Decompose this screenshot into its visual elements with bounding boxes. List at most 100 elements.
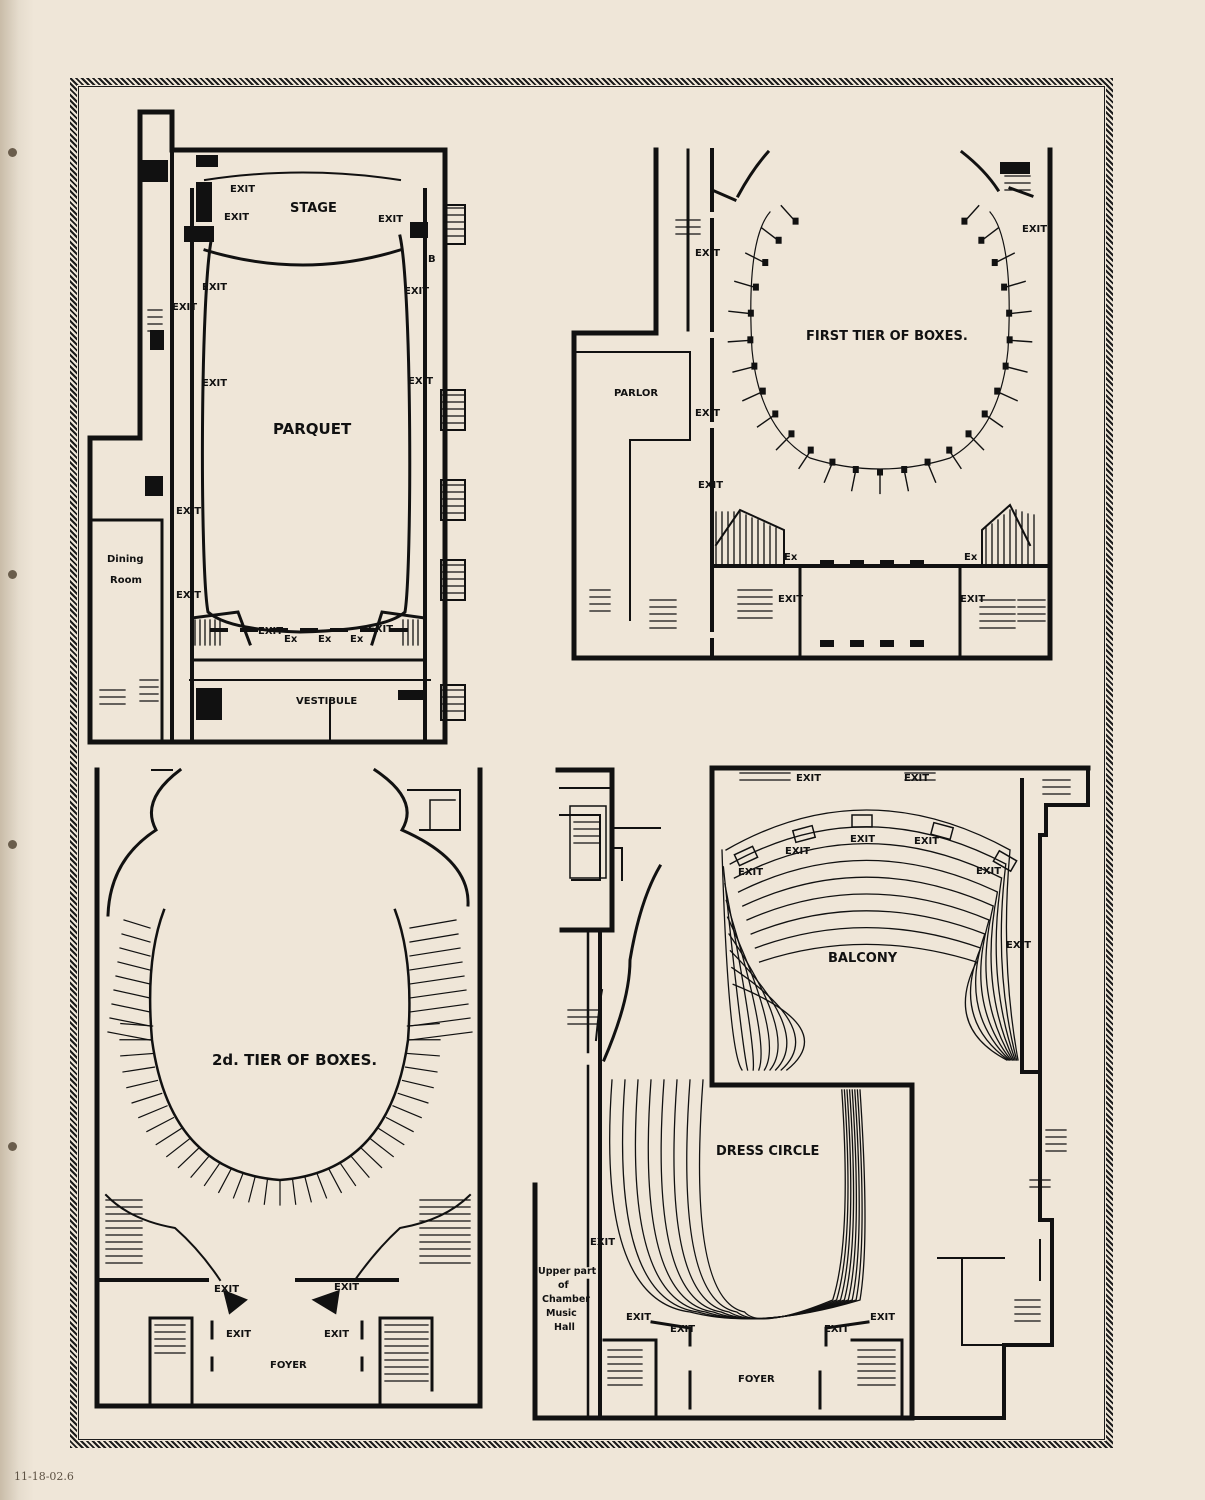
plan-second-tier: 2d. TIER OF BOXES. FOYER EXIT EXIT EXIT … (94, 767, 483, 1409)
box-seat (991, 259, 998, 267)
seating-row (686, 1079, 849, 1320)
box-seat (978, 236, 985, 244)
box-partition (742, 390, 764, 402)
box-partition (328, 1168, 343, 1194)
box-seat (829, 458, 836, 466)
parquet-dining-label-2: Room (110, 575, 142, 586)
page-spine (0, 0, 34, 1500)
exit-label: EXIT (785, 846, 810, 857)
box-partition (155, 1127, 182, 1146)
box-partition (119, 947, 151, 957)
box-partition (217, 1168, 232, 1194)
parlor-label: PARLOR (614, 388, 658, 399)
box-seat (994, 387, 1001, 395)
box-partition (1008, 310, 1032, 315)
box-partition (165, 1138, 191, 1158)
box-seat (877, 468, 883, 476)
first-tier-title: FIRST TIER OF BOXES. (806, 329, 968, 344)
box-partition (123, 919, 151, 929)
box-seat (946, 446, 953, 454)
box-partition (727, 339, 752, 343)
box-partition (409, 947, 461, 957)
exit-label: EXIT (796, 773, 821, 784)
box-partition (177, 1147, 200, 1169)
seating-row (634, 1079, 860, 1320)
parquet-dining-label-1: Dining (107, 554, 144, 565)
box-partition (120, 1052, 154, 1057)
box-partition (232, 1173, 244, 1199)
box-seat (1002, 362, 1009, 370)
box-partition (409, 1003, 469, 1013)
side-b-label: B (428, 254, 436, 265)
exit-label: EXIT (590, 1237, 615, 1248)
balcony-foyer-label: FOYER (738, 1374, 775, 1385)
box-partition (369, 1138, 395, 1158)
exit-label: EXIT (1022, 224, 1047, 235)
box-partition (316, 1173, 328, 1199)
exit-label: EXIT (904, 773, 929, 784)
box-partition (1004, 365, 1028, 373)
box-seat (924, 458, 931, 466)
balcony-seating-rows (721, 809, 1019, 1071)
exit-label: EXIT (172, 302, 197, 313)
box-partition (126, 1079, 159, 1089)
box-partition (404, 1066, 438, 1073)
box-partition (248, 1176, 256, 1203)
seating-row (726, 876, 1014, 1071)
box-partition (850, 469, 857, 492)
box-partition (360, 1147, 383, 1169)
balcony-label: BALCONY (828, 951, 898, 966)
exit-label: EXIT (176, 506, 201, 517)
box-seat (762, 259, 769, 267)
exit-label: EXIT (778, 594, 803, 605)
box-partitions-second-tier (107, 919, 473, 1206)
box-partition (409, 933, 459, 943)
box-partition (263, 1178, 269, 1205)
box-partition (350, 1155, 370, 1178)
box-partition (122, 1066, 156, 1073)
exit-label: EXIT (626, 1312, 651, 1323)
exit-label: EXIT (224, 212, 249, 223)
exit-label: EXIT (914, 836, 939, 847)
plan-balcony: BALCONY DRESS CIRCLE FOYER EXIT EXIT EXI… (532, 765, 1091, 1421)
box-partition (409, 961, 463, 971)
ex-label: Ex (964, 552, 978, 563)
parquet-vestibule-label: VESTIBULE (296, 696, 357, 707)
seating-row (609, 1079, 866, 1320)
box-partition (744, 252, 767, 264)
exit-label: EXIT (738, 867, 763, 878)
exit-label: EXIT (850, 834, 875, 845)
box-partition (993, 252, 1016, 264)
box-partition (111, 1003, 151, 1013)
plan-first-tier: FIRST TIER OF BOXES. PARLOR EXIT EXIT EX… (571, 147, 1053, 661)
seating-row (647, 1079, 858, 1320)
exit-label: EXIT (1006, 940, 1031, 951)
exit-label: EXIT (404, 286, 429, 297)
ex-label: Ex (284, 634, 298, 645)
seating-row (725, 859, 1015, 1071)
border-inner-rule (78, 86, 1105, 1440)
box-seat (961, 217, 968, 225)
exit-label: EXIT (408, 376, 433, 387)
exit-label: EXIT (870, 1312, 895, 1323)
box-seat (788, 430, 795, 438)
box-seat (981, 410, 988, 418)
box-partition (291, 1178, 297, 1205)
dress-circle-label: DRESS CIRCLE (716, 1144, 819, 1159)
binding-hole (8, 570, 17, 579)
exit-label: EXIT (334, 1282, 359, 1293)
chamber-label-4: Music (546, 1308, 577, 1319)
box-seat (807, 446, 814, 454)
box-seat (747, 309, 754, 317)
seating-row (698, 1079, 846, 1320)
seating-row (732, 943, 1008, 1071)
seating-row (621, 1079, 863, 1320)
exit-label: EXIT (670, 1324, 695, 1335)
box-partition (926, 461, 937, 483)
exit-label: EXIT (695, 248, 720, 259)
box-partition (734, 280, 757, 289)
box-seat (759, 387, 766, 395)
exit-label: EXIT (378, 214, 403, 225)
exit-label: EXIT (698, 480, 723, 491)
